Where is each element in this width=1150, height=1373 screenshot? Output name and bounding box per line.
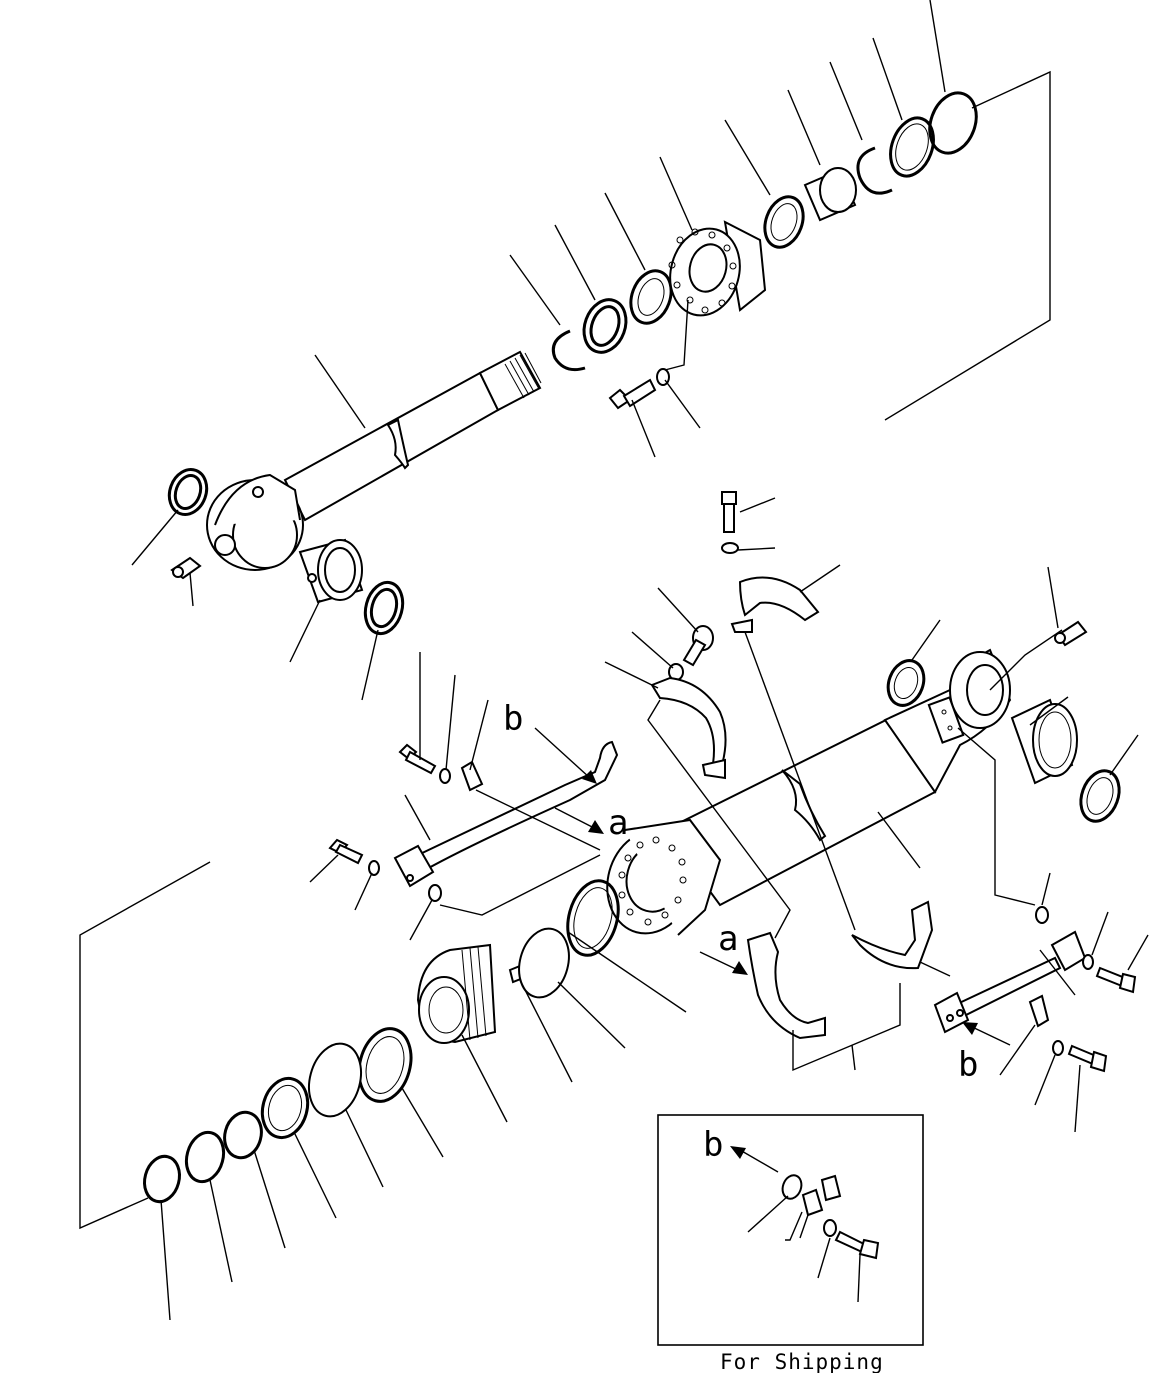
head-bushing xyxy=(803,167,857,222)
head-ring xyxy=(763,195,805,249)
callout-a-upper: a xyxy=(554,803,628,843)
pipe-o-ring-right xyxy=(1035,906,1049,924)
rod-packing xyxy=(582,298,628,354)
band-bolt-mid xyxy=(682,625,714,667)
head-snap-ring xyxy=(856,146,893,195)
head-o-ring xyxy=(928,91,978,155)
grease-fitting-right xyxy=(1054,620,1088,647)
callout-a-lower: a xyxy=(699,919,748,975)
pipe-clamp-right xyxy=(1028,994,1050,1028)
o-ring-2 xyxy=(184,1130,226,1184)
piston-rod-assembly xyxy=(131,0,1051,701)
clevis-bushing xyxy=(1010,698,1078,785)
callout-a-upper-label: a xyxy=(608,803,628,843)
head-seal xyxy=(889,116,935,178)
pipe-flange-right-bottom xyxy=(933,991,970,1034)
dust-seal-right xyxy=(363,580,405,636)
pipe-clamp xyxy=(460,760,484,792)
snap-ring xyxy=(551,329,586,372)
shipping-inset: b For Shipping xyxy=(657,1114,924,1373)
piping-right xyxy=(933,872,1149,1133)
backup-ring-2 xyxy=(260,1076,310,1140)
piston-assembly xyxy=(79,861,687,1321)
shipping-caption: For Shipping xyxy=(720,1350,884,1373)
cylinder-tube xyxy=(606,648,1012,936)
piston-ring-1 xyxy=(518,927,570,999)
clevis-seal-right xyxy=(1079,769,1121,823)
clamp-bands xyxy=(604,491,951,1072)
clamp-bolt xyxy=(398,743,437,775)
piston-ring-2 xyxy=(566,879,620,957)
callout-b-lower-label: b xyxy=(958,1045,978,1085)
band-clamp-mid xyxy=(650,676,727,772)
pipe-washer xyxy=(368,860,380,876)
pipe-bolt xyxy=(328,838,364,865)
band-washer-top xyxy=(721,542,739,554)
backup-ring-1 xyxy=(308,1042,362,1118)
shipping-clamp xyxy=(801,1174,842,1217)
band-clamp-lower-right xyxy=(851,900,934,970)
clamp-washer xyxy=(439,768,451,784)
shipping-washer xyxy=(823,1219,837,1237)
shipping-bolt xyxy=(834,1230,880,1260)
piston xyxy=(416,943,497,1044)
o-ring-3 xyxy=(143,1154,181,1204)
pipe-washer-right xyxy=(1082,954,1094,970)
band-clamp-top xyxy=(738,576,820,622)
pipe-flange xyxy=(393,844,435,888)
o-ring-1 xyxy=(223,1110,263,1160)
shipping-plug xyxy=(781,1174,803,1200)
callout-b-shipping-label: b xyxy=(703,1125,723,1165)
callout-a-lower-label: a xyxy=(718,919,738,959)
head-bolt xyxy=(608,378,657,410)
callout-b-lower: b xyxy=(958,1022,1011,1085)
band-bolt-top xyxy=(721,491,737,533)
piping-left xyxy=(309,652,619,941)
shipping-box-frame xyxy=(657,1114,924,1346)
hydraulic-pipe xyxy=(416,740,619,872)
piston-nut xyxy=(629,269,673,325)
cylinder-tube-assembly xyxy=(606,566,1139,936)
grease-fitting-left xyxy=(170,556,202,580)
band-clamp-lower-left xyxy=(746,931,826,1040)
pipe-bolt-right xyxy=(1095,966,1137,994)
clevis-seal-top xyxy=(886,659,926,707)
callout-b-upper: b xyxy=(503,699,597,784)
dust-seal-left xyxy=(167,468,209,516)
bushing-rod-eye xyxy=(298,538,364,604)
pipe-o-ring xyxy=(428,884,442,902)
piston-rod xyxy=(206,350,542,571)
clamp-washer-right xyxy=(1052,1040,1064,1056)
callout-b-upper-label: b xyxy=(503,699,523,739)
wear-ring xyxy=(357,1027,413,1103)
clamp-bolt-right xyxy=(1067,1044,1108,1073)
cylinder-head xyxy=(668,220,767,317)
